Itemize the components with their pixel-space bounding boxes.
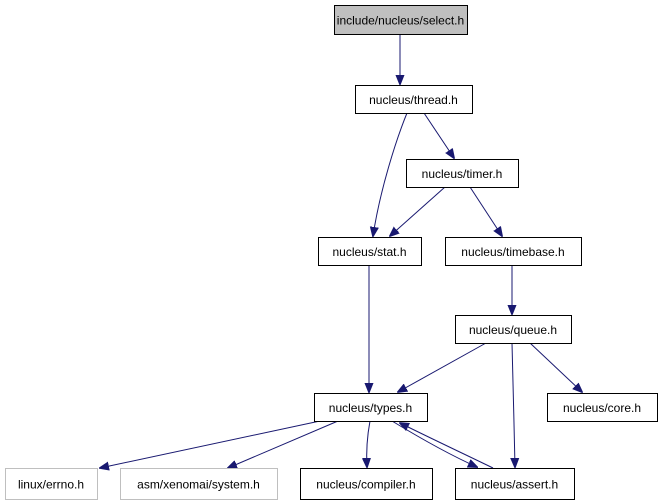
edge-queue-to-assert <box>512 342 515 467</box>
header-nodes: include/nucleus/select.h nucleus/thread.h… <box>5 5 658 500</box>
edge-types-to-errno <box>100 420 321 468</box>
node-box-errno <box>5 468 98 500</box>
node-label-thread: nucleus/thread.h <box>369 93 458 107</box>
edge-types-to-assert <box>391 420 477 467</box>
node-timer[interactable]: nucleus/timer.h <box>406 159 519 188</box>
node-label-timer: nucleus/timer.h <box>422 167 503 181</box>
node-label-errno: linux/errno.h <box>18 478 84 492</box>
edge-queue-to-core <box>529 342 582 392</box>
edge-thread-to-stat <box>373 112 408 236</box>
node-queue[interactable]: nucleus/queue.h <box>455 315 572 344</box>
node-errno: linux/errno.h <box>5 468 98 500</box>
node-box-types <box>314 393 428 422</box>
node-label-types: nucleus/types.h <box>329 401 412 415</box>
node-label-timebase: nucleus/timebase.h <box>461 245 564 259</box>
edge-types-to-system <box>228 420 339 468</box>
node-label-stat: nucleus/stat.h <box>332 245 406 259</box>
dependency-edges <box>100 34 582 468</box>
node-label-system: asm/xenomai/system.h <box>137 478 260 492</box>
node-label-compiler: nucleus/compiler.h <box>316 478 415 492</box>
node-box-timebase <box>445 237 582 266</box>
edge-thread-to-timer <box>423 112 454 158</box>
node-system: asm/xenomai/system.h <box>120 468 278 500</box>
node-box-stat <box>318 237 422 266</box>
node-timebase[interactable]: nucleus/timebase.h <box>445 237 582 266</box>
node-thread[interactable]: nucleus/thread.h <box>355 85 473 114</box>
node-box-assert <box>455 468 575 500</box>
node-box-select <box>334 5 468 35</box>
node-box-system <box>120 468 278 500</box>
node-label-queue: nucleus/queue.h <box>469 323 557 337</box>
node-label-assert: nucleus/assert.h <box>471 478 558 492</box>
node-box-compiler <box>300 468 433 500</box>
edge-queue-to-types <box>398 342 487 392</box>
node-core[interactable]: nucleus/core.h <box>547 393 658 422</box>
node-label-core: nucleus/core.h <box>563 401 641 415</box>
edge-timer-to-stat <box>390 186 446 236</box>
node-box-queue <box>455 315 572 344</box>
node-box-core <box>547 393 658 422</box>
node-types[interactable]: nucleus/types.h <box>314 393 428 422</box>
node-compiler[interactable]: nucleus/compiler.h <box>300 468 433 500</box>
node-label-select: include/nucleus/select.h <box>337 14 464 28</box>
edge-timer-to-timebase <box>469 186 502 236</box>
node-assert[interactable]: nucleus/assert.h <box>455 468 575 500</box>
node-box-thread <box>355 85 473 114</box>
node-box-timer <box>406 159 519 188</box>
node-select[interactable]: include/nucleus/select.h <box>334 5 468 35</box>
node-stat[interactable]: nucleus/stat.h <box>318 237 422 266</box>
edge-types-to-compiler <box>367 420 370 467</box>
edge-assert-to-types <box>400 423 494 469</box>
